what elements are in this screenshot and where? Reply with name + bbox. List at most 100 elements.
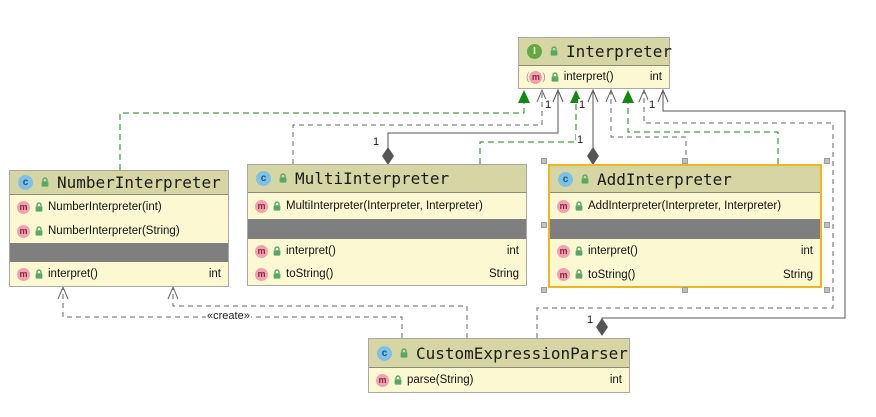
- method-row[interactable]: m interpret() int: [248, 239, 526, 263]
- lock-icon: [273, 268, 281, 279]
- method-row[interactable]: m parse(String) int: [369, 368, 629, 392]
- method-icon: m: [17, 267, 30, 281]
- edge-dependency-parser-numberinterpreter[interactable]: [167, 285, 468, 338]
- edge-line: [172, 289, 468, 338]
- constructor-name: NumberInterpreter(String): [48, 225, 180, 237]
- multiplicity-label: 1: [372, 136, 381, 148]
- lock-icon: [551, 71, 559, 82]
- open-arrowhead-icon: [638, 88, 650, 103]
- lock-icon: [35, 225, 43, 236]
- method-row[interactable]: (m) interpret() int: [519, 66, 669, 88]
- open-arrowhead-icon: [605, 88, 617, 103]
- class-box-multiinterpreter[interactable]: c MultiInterpreter m MultiInterpreter(In…: [247, 164, 527, 286]
- lock-icon: [35, 201, 43, 212]
- edge-realization-numberinterpreter-interpreter[interactable]: [119, 90, 530, 170]
- lock-icon: [35, 268, 43, 279]
- return-type: String: [782, 268, 813, 281]
- lock-icon: [575, 269, 583, 279]
- method-name: parse(String): [407, 374, 474, 386]
- class-icon: c: [377, 345, 392, 361]
- edge-line: [627, 103, 779, 164]
- diamond-icon: [596, 318, 608, 336]
- edge-line: [387, 92, 559, 148]
- interface-icon: I: [527, 44, 542, 59]
- paren: ): [542, 71, 546, 83]
- return-type: int: [208, 268, 221, 280]
- constructor-row[interactable]: m MultiInterpreter(Interpreter, Interpre…: [248, 193, 526, 219]
- multiplicity-label: 1: [578, 99, 587, 111]
- lock-icon: [575, 200, 583, 211]
- edge-line: [610, 92, 687, 164]
- method-row[interactable]: m toString() String: [248, 263, 526, 285]
- edge-line: [536, 92, 834, 338]
- constructor-row[interactable]: m NumberInterpreter(int): [10, 195, 228, 219]
- open-arrowhead-icon: [657, 88, 669, 103]
- class-icon: c: [558, 171, 573, 187]
- class-title: Interpreter: [566, 42, 672, 61]
- open-arrowhead-icon: [167, 285, 179, 300]
- edge-realization-addinterpreter-interpreter[interactable]: [622, 90, 779, 164]
- method-icon: m: [17, 224, 30, 238]
- class-box-customexpressionparser[interactable]: c CustomExpressionParser m parse(String)…: [368, 338, 630, 393]
- return-type: int: [800, 245, 813, 257]
- class-title: MultiInterpreter: [295, 169, 450, 188]
- method-name: toString(): [286, 268, 334, 280]
- open-arrowhead-icon: [536, 88, 548, 103]
- edge-aggregation-addinterpreter-interpreter[interactable]: [587, 88, 599, 165]
- class-header[interactable]: c NumberInterpreter: [10, 171, 228, 195]
- triangle-arrowhead-icon: [622, 90, 634, 103]
- edge-realization-multiinterpreter-interpreter[interactable]: [479, 90, 582, 164]
- edge-aggregation-multiinterpreter-interpreter[interactable]: [382, 88, 564, 165]
- method-name: interpret(): [286, 245, 336, 257]
- class-icon: c: [256, 171, 271, 186]
- selection-handle[interactable]: [824, 287, 830, 293]
- open-arrowhead-icon: [57, 285, 69, 300]
- class-header[interactable]: c MultiInterpreter: [248, 165, 526, 193]
- selection-handle[interactable]: [541, 222, 547, 228]
- lock-icon: [273, 245, 281, 256]
- return-type: int: [609, 374, 622, 386]
- return-type: String: [488, 268, 519, 280]
- selection-handle[interactable]: [824, 222, 830, 228]
- class-header[interactable]: c CustomExpressionParser: [369, 339, 629, 368]
- edge-dependency-multiinterpreter-interpreter[interactable]: [292, 88, 548, 164]
- constructor-row[interactable]: m NumberInterpreter(String): [10, 219, 228, 243]
- lock-icon: [279, 173, 287, 183]
- method-row[interactable]: m interpret() int: [10, 262, 228, 286]
- selection-handle[interactable]: [682, 287, 688, 293]
- selection-handle[interactable]: [541, 287, 547, 293]
- lock-icon: [394, 374, 402, 385]
- class-icon: c: [18, 175, 33, 190]
- diamond-icon: [382, 147, 394, 165]
- selection-handle[interactable]: [682, 158, 688, 164]
- constructor-row[interactable]: m AddInterpreter(Interpreter, Interprete…: [550, 193, 820, 219]
- method-icon: m: [255, 199, 268, 213]
- class-title: CustomExpressionParser: [416, 343, 628, 363]
- edge-line: [479, 103, 577, 164]
- class-header[interactable]: I Interpreter: [519, 38, 672, 66]
- paren: (: [526, 71, 530, 83]
- lock-icon: [575, 245, 583, 256]
- lock-icon: [273, 200, 281, 211]
- edge-dependency-addinterpreter-interpreter[interactable]: [605, 88, 687, 164]
- edge-aggregation-parser-interpreter[interactable]: [596, 88, 846, 336]
- open-arrowhead-icon: [587, 88, 599, 103]
- method-row[interactable]: m interpret() int: [550, 239, 820, 263]
- class-box-interpreter[interactable]: I Interpreter (m) interpret() int: [518, 37, 672, 89]
- method-icon: m: [376, 373, 389, 387]
- lock-icon: [400, 347, 408, 358]
- selection-handle[interactable]: [824, 158, 830, 164]
- class-header[interactable]: c AddInterpreter: [550, 166, 820, 193]
- method-row[interactable]: m toString() String: [550, 263, 820, 286]
- class-box-addinterpreter[interactable]: c AddInterpreter m AddInterpreter(Interp…: [548, 164, 822, 288]
- return-type: int: [506, 245, 519, 257]
- method-name: toString(): [588, 268, 636, 281]
- edge-dependency-parser-interpreter[interactable]: [536, 88, 834, 338]
- method-icon: m: [255, 267, 268, 281]
- fields-separator: [10, 243, 228, 262]
- class-box-numberinterpreter[interactable]: c NumberInterpreter m NumberInterpreter(…: [9, 170, 229, 287]
- selection-handle[interactable]: [541, 158, 547, 164]
- triangle-arrowhead-icon: [518, 90, 530, 103]
